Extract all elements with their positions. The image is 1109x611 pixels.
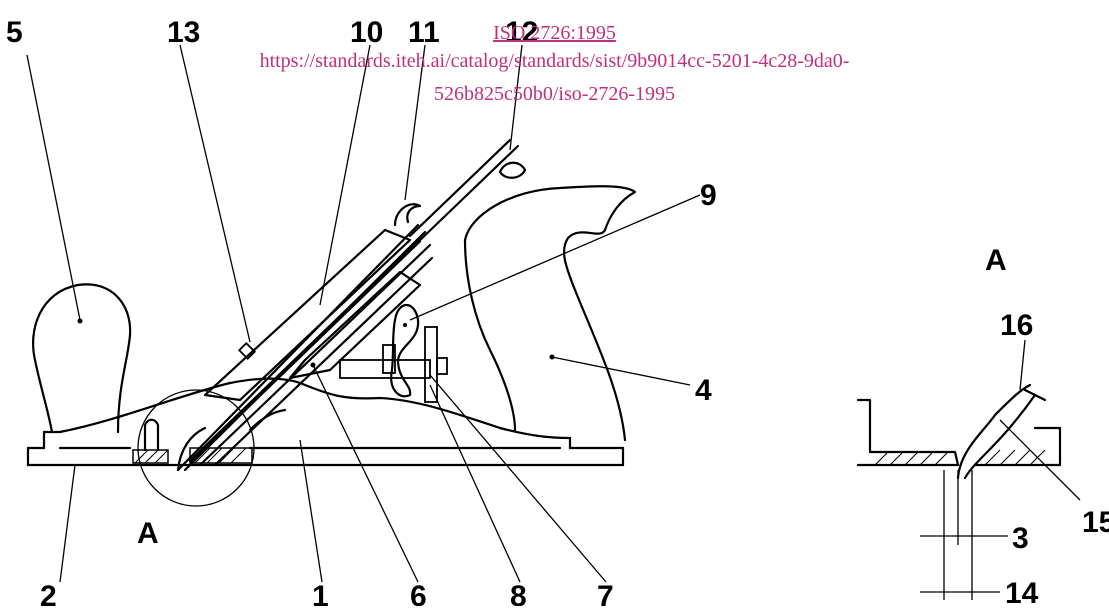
- mouth-detail: [132, 389, 255, 507]
- blade-assembly: [176, 138, 527, 472]
- callout-4: 4: [695, 374, 712, 407]
- callout-1: 1: [312, 580, 329, 606]
- callout-11: 11: [408, 16, 440, 49]
- callout-14: 14: [1005, 577, 1039, 606]
- callout-13: 13: [167, 16, 200, 49]
- detail-label-main: A: [137, 517, 159, 550]
- callout-7: 7: [597, 580, 614, 606]
- rear-handle: [463, 185, 637, 442]
- callout-16: 16: [1000, 309, 1033, 342]
- detail-label-view: A: [985, 244, 1007, 277]
- front-knob: [32, 283, 132, 434]
- standard-url-line2[interactable]: 526b825c50b0/iso-2726-1995: [433, 83, 676, 105]
- callout-10: 10: [350, 16, 383, 49]
- callout-6: 6: [410, 580, 427, 606]
- callout-12: 12: [505, 16, 538, 49]
- callout-2: 2: [40, 580, 57, 606]
- callout-5: 5: [6, 16, 23, 49]
- detail-view-a: [856, 339, 1081, 600]
- callout-8: 8: [510, 580, 527, 606]
- callout-15: 15: [1082, 506, 1109, 539]
- standard-url-line1[interactable]: https://standards.iteh.ai/catalog/standa…: [259, 50, 850, 72]
- callout-3: 3: [1012, 522, 1029, 555]
- callout-9: 9: [700, 179, 717, 212]
- callout-numbers: 5 13 10 11 12 9 4 2 1 6 8 7 16 15 3 14 A…: [6, 16, 1109, 611]
- leader-lines: [26, 44, 701, 583]
- standard-link[interactable]: ISO 2726:1995: [493, 22, 616, 44]
